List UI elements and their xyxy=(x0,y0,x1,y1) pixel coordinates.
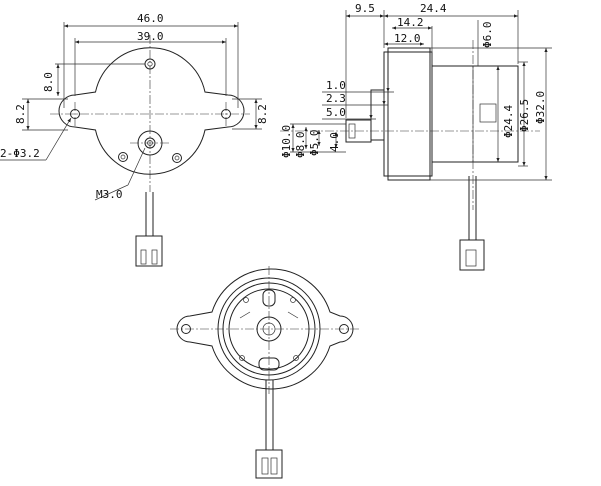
rear-view xyxy=(170,266,360,479)
dim-body-dia-small: Φ6.0 xyxy=(481,22,494,49)
dim-hole-pitch: 39.0 xyxy=(137,30,164,43)
rear-connector xyxy=(255,449,283,479)
label-mount-holes: 2-Φ3.2 xyxy=(0,147,40,160)
rear-body-outline xyxy=(176,268,354,390)
dim-body-depth: 24.4 xyxy=(420,2,447,15)
dim-shaft-length: 9.5 xyxy=(355,2,375,15)
side-connector xyxy=(459,239,485,271)
front-view: 46.0 39.0 8.0 8.2 8.2 2-Φ3.2 M3.0 xyxy=(0,12,269,267)
dim-outer-dia: Φ32.0 xyxy=(534,91,547,124)
dim-overall-width: 46.0 xyxy=(137,12,164,25)
dim-shaft-dia-2: Φ5.0 xyxy=(308,130,321,157)
dim-boss-length: 14.2 xyxy=(397,16,424,29)
dim-ear-height-right: 8.2 xyxy=(256,104,269,124)
side-view: 9.5 24.4 14.2 12.0 Φ6.0 1.0 2.3 5.0 Φ10.… xyxy=(280,2,552,271)
side-boss xyxy=(370,89,385,141)
dim-mid-dia: Φ26.5 xyxy=(518,99,531,132)
dim-step-4: 4.0 xyxy=(328,132,341,152)
side-body xyxy=(383,51,433,177)
dim-boss-dia: Φ10.0 xyxy=(280,125,293,158)
lower-left-screw xyxy=(118,152,128,162)
dim-step-1: 1.0 xyxy=(326,79,346,92)
front-connector xyxy=(135,235,163,267)
dim-rear-dia: Φ24.4 xyxy=(502,105,515,138)
dim-step-2: 2.3 xyxy=(326,92,346,105)
lower-right-screw xyxy=(172,153,182,163)
side-rear-housing xyxy=(431,65,519,163)
front-body-outline xyxy=(58,47,245,175)
dim-ear-height-top: 8.0 xyxy=(42,72,55,92)
dim-step-3: 5.0 xyxy=(326,106,346,119)
label-shaft-thread: M3.0 xyxy=(96,188,123,201)
dim-flange-length: 12.0 xyxy=(394,32,421,45)
dim-ear-height-left: 8.2 xyxy=(14,104,27,124)
dim-shaft-dia-1: Φ8.0 xyxy=(294,132,307,159)
